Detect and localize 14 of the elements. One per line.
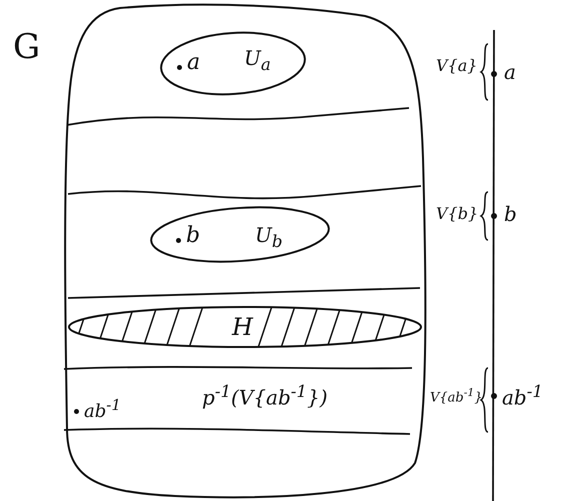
point-label: b [504,204,517,224]
point-label: ab$^{-1}$ [84,398,121,421]
set-label: p$^{-1}$(V{ab$^{-1}$}) [202,384,328,408]
subgroup-label: H [232,315,253,339]
set-name: G [13,30,40,64]
neighborhood-label: V{b} [436,206,478,222]
neighborhood-label: V{ab$^{-1}$} [430,388,483,404]
point-label: b [186,225,200,247]
set-label: U$_{a}$ [244,48,271,74]
set-label: U$_{b}$ [255,225,283,251]
neighborhood-label: V{a} [436,58,478,74]
point-label: ab$^{-1}$ [502,384,543,408]
point-label: a [504,62,516,82]
point-label: a [187,52,200,74]
